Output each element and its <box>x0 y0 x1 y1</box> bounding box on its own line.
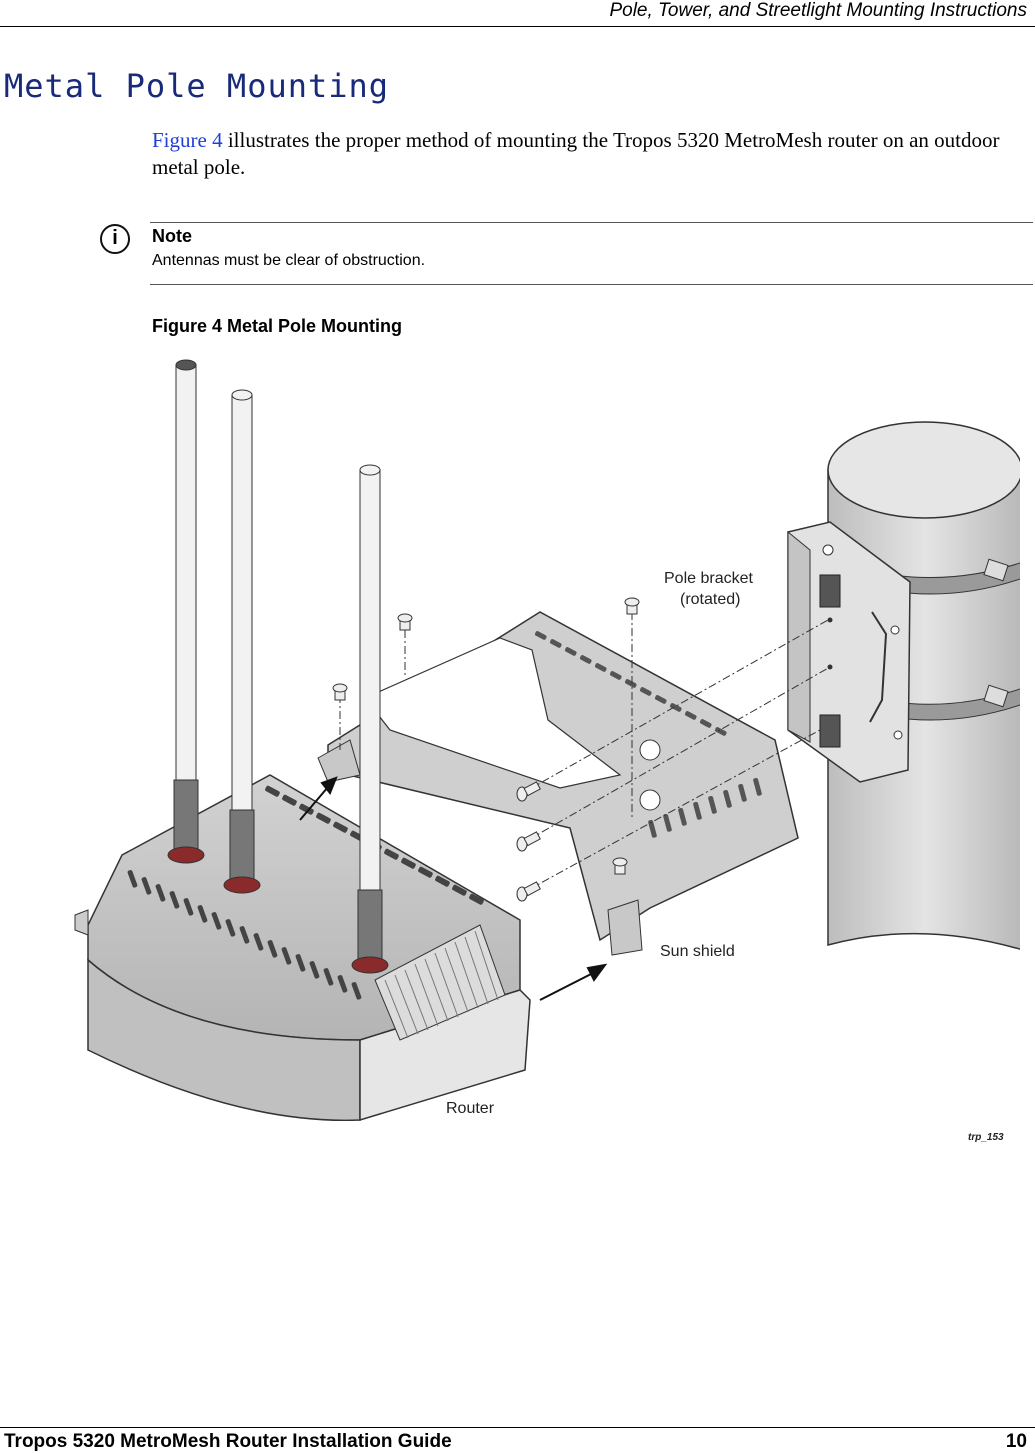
pole-bracket-label: Pole bracket <box>664 570 753 587</box>
footer-title: Tropos 5320 MetroMesh Router Installatio… <box>4 1431 452 1452</box>
section-title: Metal Pole Mounting <box>4 67 390 105</box>
footer-rule <box>0 1427 1035 1428</box>
intro-paragraph: Figure 4 illustrates the proper method o… <box>152 127 1022 181</box>
note-label: Note <box>152 226 192 246</box>
header-rule <box>0 26 1035 27</box>
mounting-screws <box>332 597 831 902</box>
metal-pole-mounting-figure: Pole bracket (rotated) Sun shield Router… <box>74 359 1020 1143</box>
figure-id-label: trp_153 <box>968 1132 1004 1143</box>
antennas <box>167 359 389 974</box>
pole-bracket <box>787 521 911 783</box>
assembly-arrows <box>299 776 608 1001</box>
sun-shield-label: Sun shield <box>660 943 735 960</box>
pole-bracket-rotated-label: (rotated) <box>680 591 740 608</box>
note-top-rule <box>150 222 1033 223</box>
note-text: Antennas must be clear of obstruction. <box>152 252 426 269</box>
running-header: Pole, Tower, and Streetlight Mounting In… <box>609 0 1027 21</box>
note-bottom-rule <box>150 284 1033 285</box>
figure-caption: Figure 4 Metal Pole Mounting <box>152 316 403 336</box>
router-unit <box>74 774 531 1122</box>
intro-text: illustrates the proper method of mountin… <box>152 128 1000 179</box>
sun-shield <box>317 611 799 956</box>
page-number: 10 <box>1005 1431 1027 1452</box>
info-icon: i <box>100 224 130 254</box>
figure-xref-link[interactable]: Figure 4 <box>152 128 223 152</box>
router-label: Router <box>446 1100 495 1117</box>
